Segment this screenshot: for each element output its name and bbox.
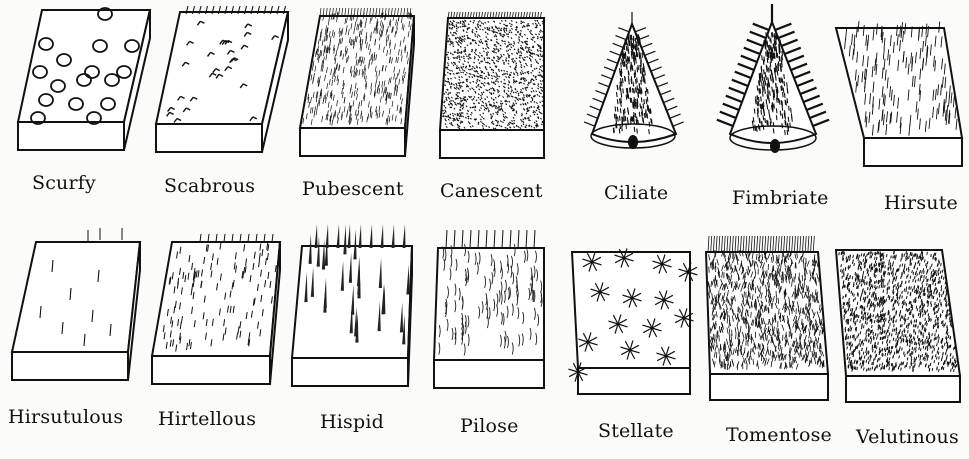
label-pilose: Pilose — [460, 415, 519, 437]
scurfy-illustration — [18, 8, 150, 150]
label-scurfy: Scurfy — [32, 172, 96, 194]
pubescent-illustration — [300, 8, 414, 156]
label-pubescent: Pubescent — [302, 178, 404, 200]
velutinous-illustration — [836, 250, 960, 402]
hispid-illustration — [292, 224, 412, 386]
label-hispid: Hispid — [320, 411, 384, 433]
label-velutinous: Velutinous — [856, 426, 959, 448]
canescent-illustration — [440, 12, 544, 158]
label-hirsutulous: Hirsutulous — [8, 406, 123, 428]
ciliate-illustration — [584, 12, 684, 149]
label-fimbriate: Fimbriate — [732, 187, 829, 209]
label-scabrous: Scabrous — [164, 175, 255, 197]
stellate-illustration — [568, 248, 697, 394]
label-stellate: Stellate — [598, 420, 674, 442]
fimbriate-illustration — [717, 4, 829, 153]
label-canescent: Canescent — [440, 180, 543, 202]
hirtellous-illustration — [152, 234, 280, 384]
pilose-illustration — [434, 230, 544, 388]
label-tomentose: Tomentose — [726, 424, 832, 446]
scabrous-illustration — [156, 6, 288, 152]
label-ciliate: Ciliate — [604, 182, 668, 204]
label-hirtellous: Hirtellous — [158, 408, 256, 430]
hirsute-illustration — [836, 21, 962, 166]
tomentose-illustration — [706, 236, 828, 400]
hirsutulous-illustration — [12, 228, 140, 380]
label-hirsute: Hirsute — [884, 192, 958, 214]
